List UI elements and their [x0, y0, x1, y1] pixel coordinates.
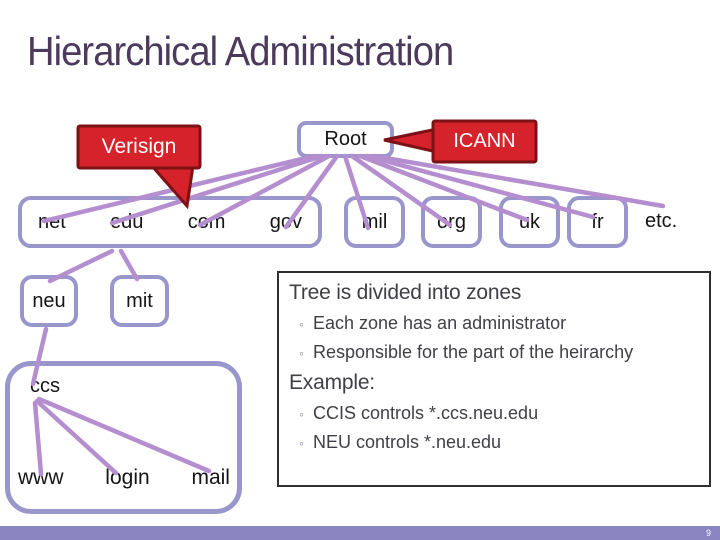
tld-node-fr: fr	[567, 196, 628, 248]
node-neu: neu	[20, 275, 78, 327]
slide-footer-bar: 9	[0, 526, 720, 540]
infobox-bullet-text: CCIS controls *.ccs.neu.edu	[312, 403, 539, 423]
zones-infobox: Tree is divided into zones ◦ Each zone h…	[277, 271, 711, 487]
tld-node-mil: mil	[344, 196, 405, 248]
infobox-bullet-text: Each zone has an administrator	[312, 313, 567, 333]
infobox-example-heading: Example:	[289, 371, 375, 394]
slide-page-number: 9	[705, 528, 711, 538]
infobox-bullet-list: ◦ Each zone has an administrator ◦ Respo…	[289, 313, 699, 363]
tld-label-uk: uk	[518, 210, 541, 233]
infobox-example-list: ◦ CCIS controls *.ccs.neu.edu ◦ NEU cont…	[289, 403, 699, 453]
node-mit-label: mit	[126, 289, 153, 312]
tld-label-etc: etc.	[645, 210, 678, 232]
infobox-bullet: ◦ Responsible for the part of the heirar…	[299, 342, 699, 363]
node-login-label: login	[105, 466, 150, 489]
tld-node-org: org	[421, 196, 482, 248]
slide-title: Hierarchical Administration	[27, 28, 454, 74]
verisign-callout-label: Verisign	[101, 135, 177, 158]
tld-label-gov: gov	[269, 210, 302, 233]
bullet-circle-icon: ◦	[299, 435, 304, 451]
node-mail-label: mail	[191, 466, 230, 489]
bullet-circle-icon: ◦	[299, 316, 304, 332]
tld-label-fr: fr	[591, 210, 604, 233]
tld-node-uk: uk	[499, 196, 560, 248]
node-www-label: www	[18, 466, 64, 489]
root-node-label: Root	[324, 128, 367, 150]
tld-label-net: net	[38, 210, 66, 233]
bullet-circle-icon: ◦	[299, 406, 304, 422]
bullet-circle-icon: ◦	[299, 345, 304, 361]
tld-label-org: org	[437, 210, 466, 233]
node-neu-label: neu	[32, 289, 66, 312]
tld-label-edu: edu	[110, 210, 144, 233]
node-mit: mit	[110, 275, 169, 327]
infobox-bullet: ◦ Each zone has an administrator	[299, 313, 699, 334]
icann-callout-label: ICANN	[453, 130, 516, 152]
infobox-heading: Tree is divided into zones	[289, 281, 522, 304]
infobox-bullet: ◦ CCIS controls *.ccs.neu.edu	[299, 403, 699, 424]
tld-label-com: com	[187, 210, 226, 233]
infobox-bullet: ◦ NEU controls *.neu.edu	[299, 432, 699, 453]
infobox-bullet-text: Responsible for the part of the heirarch…	[312, 342, 634, 362]
tld-label-mil: mil	[361, 210, 388, 233]
ccs-children-row: www login mail	[18, 466, 230, 490]
infobox-bullet-text: NEU controls *.neu.edu	[312, 432, 502, 452]
ccs-zone-label: ccs	[30, 375, 60, 397]
